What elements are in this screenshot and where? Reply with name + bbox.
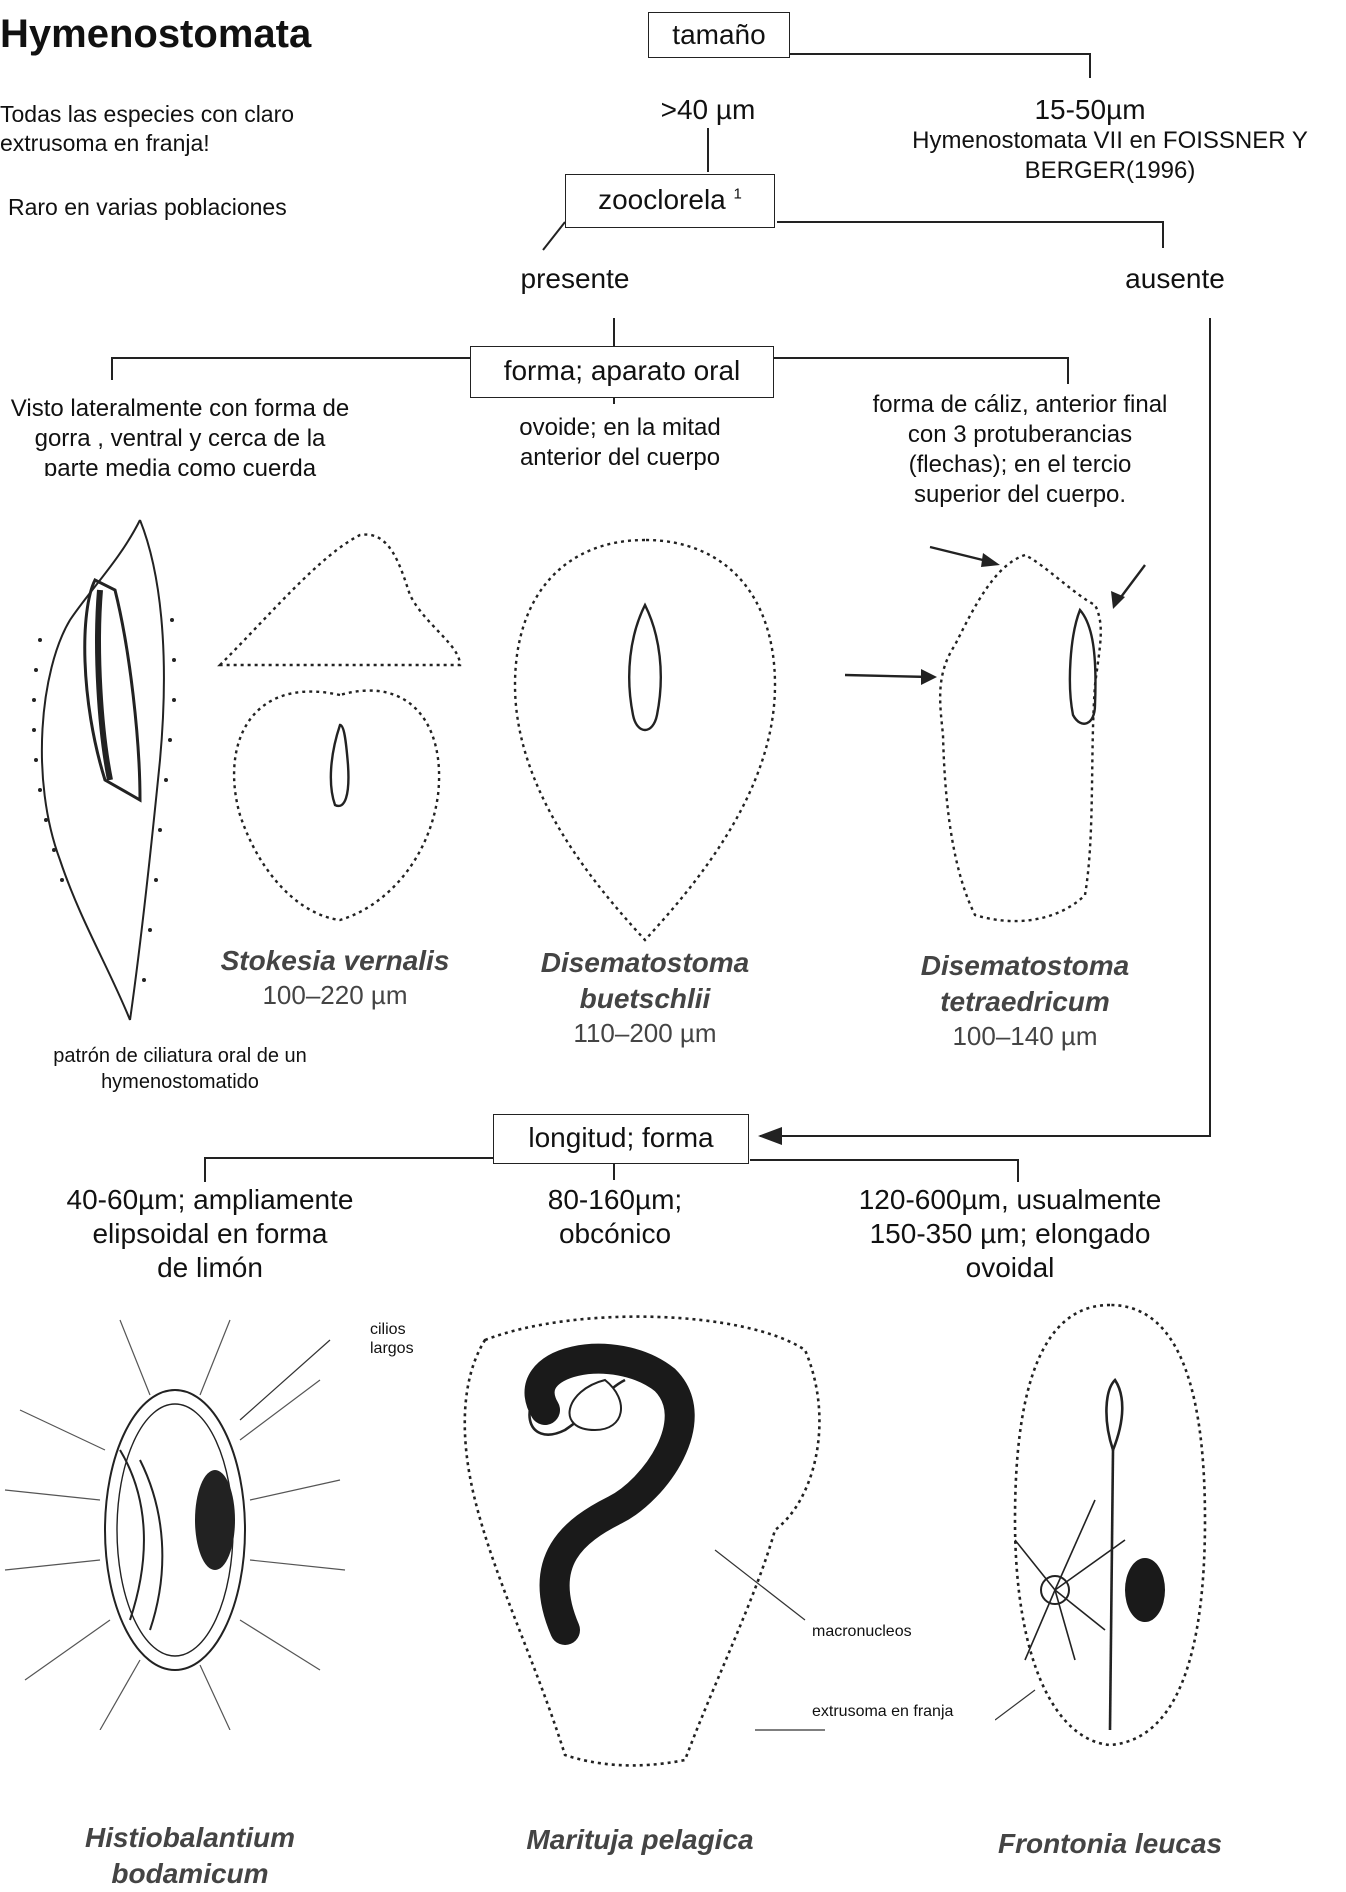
len-a-line-2: elipsoidal en forma [45,1217,375,1251]
species-disematostoma-tetraedricum: Disematostoma tetraedricum 100–140 µm [880,948,1170,1052]
label-size-ref-1: Hymenostomata VII en FOISSNER Y [880,126,1340,156]
oral-ciliature-drawing [0,500,190,1030]
length-option-a: 40-60µm; ampliamente elipsoidal en forma… [45,1183,375,1285]
node-forma-aparato-oral: forma; aparato oral [470,346,774,398]
species-disematostoma-buetschlii: Disematostoma buetschlii 110–200 µm [500,945,790,1049]
cilios-pointer-line [240,1340,330,1420]
form-b-line-2: anterior del cuerpo [470,443,770,473]
species-size: 110–200 µm [500,1017,790,1049]
species-stokesia: Stokesia vernalis 100–220 µm [190,943,480,1011]
form-option-b: ovoide; en la mitad anterior del cuerpo [470,413,770,473]
species-name-2: tetraedricum [880,984,1170,1020]
footnote-marker: 1 [734,186,742,203]
species-name: Disematostoma [500,945,790,981]
form-a-line-2: gorra , ventral y cerca de la [0,424,360,454]
len-c-line-2: 150-350 µm; elongado [845,1217,1175,1251]
node-longitud-forma: longitud; forma [493,1114,749,1164]
label-size-small: 15-50µm [960,93,1220,127]
species-name: Disematostoma [880,948,1170,984]
label-ausente: ausente [1110,262,1240,296]
species-name-2: buetschlii [500,981,790,1017]
species-size: 100–140 µm [880,1020,1170,1052]
note-line-1: Todas las especies con claro [0,100,294,129]
caption-macronucleos: macronucleos [812,1622,912,1641]
node-zooclorela: zooclorela 1 [565,174,775,228]
label-size-large: >40 µm [610,93,806,127]
caption-line-1: patrón de ciliatura oral de un [20,1043,340,1069]
species-name: Frontonia leucas [960,1826,1260,1862]
form-c-line-3: (flechas); en el tercio [850,450,1190,480]
caption-oral-pattern: patrón de ciliatura oral de un hymenosto… [20,1043,340,1095]
arrow-head-icon [758,1127,782,1145]
caption-cilios-line-2: largos [370,1339,414,1358]
len-a-line-1: 40-60µm; ampliamente [45,1183,375,1217]
label-size-ref-2: BERGER(1996) [880,156,1340,186]
form-a-line-1: Visto lateralmente con forma de [0,394,360,424]
marituja-drawing [455,1300,835,1770]
species-marituja: Marituja pelagica [490,1822,790,1858]
caption-extrusoma: extrusoma en franja [812,1702,953,1721]
node-zooclorela-label: zooclorela [598,184,726,215]
species-size: 100–220 µm [190,979,480,1011]
macronucleus-shape [195,1470,235,1570]
species-frontonia: Frontonia leucas [960,1826,1260,1862]
stokesia-drawing [210,525,470,925]
node-tamano: tamaño [648,12,790,58]
form-option-a: Visto lateralmente con forma de gorra , … [0,394,360,476]
form-option-c: forma de cáliz, anterior final con 3 pro… [850,390,1190,510]
histiobalantium-drawing [0,1300,350,1730]
form-c-line-4: superior del cuerpo. [850,480,1190,510]
form-a-line-3: parte media como cuerda [0,454,360,476]
len-c-line-3: ovoidal [845,1251,1175,1285]
len-c-line-1: 120-600µm, usualmente [845,1183,1175,1217]
len-b-line-2: obcónico [510,1217,720,1251]
species-name: Marituja pelagica [490,1822,790,1858]
note-line-2: extrusoma en franja! [0,129,210,158]
caption-line-2: hymenostomatido [20,1069,340,1095]
page-title: Hymenostomata [0,12,311,57]
note-line-3: Raro en varias poblaciones [8,193,287,222]
caption-cilios: cilios largos [370,1320,414,1358]
form-b-line-1: ovoide; en la mitad [470,413,770,443]
len-a-line-3: de limón [45,1251,375,1285]
species-name: Stokesia vernalis [190,943,480,979]
caption-cilios-line-1: cilios [370,1320,414,1339]
form-c-line-2: con 3 protuberancias [850,420,1190,450]
length-option-c: 120-600µm, usualmente 150-350 µm; elonga… [845,1183,1175,1285]
macronucleus-shape [1125,1558,1165,1622]
species-histiobalantium: Histiobalantium bodamicum [40,1820,340,1892]
disematostoma-buetschlii-drawing [505,535,785,945]
disematostoma-tetraedricum-drawing [845,535,1175,935]
label-presente: presente [490,262,660,296]
form-c-line-1: forma de cáliz, anterior final [850,390,1190,420]
extrusoma-pointer-line [995,1690,1035,1720]
species-name: Histiobalantium [40,1820,340,1856]
length-option-b: 80-160µm; obcónico [510,1183,720,1251]
len-b-line-1: 80-160µm; [510,1183,720,1217]
frontonia-drawing [995,1300,1225,1750]
